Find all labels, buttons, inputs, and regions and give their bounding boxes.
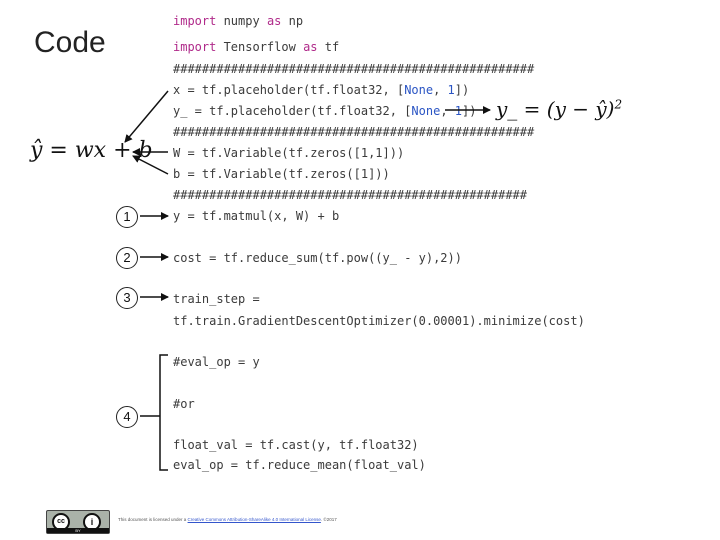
- license-footer: This document is licensed under a Creati…: [118, 517, 337, 522]
- cc-by-label: BY: [47, 528, 109, 533]
- code-line-eval-comment: #eval_op = y: [173, 355, 260, 369]
- code-line-model: y = tf.matmul(x, W) + b: [173, 209, 340, 223]
- code-line-reduce-mean: eval_op = tf.reduce_mean(float_val): [173, 458, 426, 472]
- code-text: ,: [440, 104, 455, 118]
- code-line-optimizer: tf.train.GradientDescentOptimizer(0.0000…: [173, 314, 585, 328]
- step-marker-2: 2: [116, 247, 138, 269]
- code-line-float-cast: float_val = tf.cast(y, tf.float32): [173, 438, 419, 452]
- code-text: tf: [317, 40, 340, 54]
- keyword: import: [173, 14, 217, 28]
- code-text: ]): [454, 83, 470, 97]
- loss-formula: y_ = (y − ŷ)2: [496, 97, 622, 121]
- slide-title: Code: [34, 26, 106, 59]
- step-marker-1: 1: [116, 206, 138, 228]
- code-literal: None: [411, 104, 441, 118]
- loss-formula-exponent: 2: [614, 97, 623, 112]
- code-line-import-numpy: import numpy as np: [173, 14, 303, 28]
- code-text: ,: [433, 83, 448, 97]
- code-separator-3: ########################################…: [173, 188, 528, 202]
- step-marker-3: 3: [116, 287, 138, 309]
- code-line-import-tensorflow: import Tensorflow as tf: [173, 40, 339, 54]
- footer-text: This document is licensed under a: [118, 517, 188, 522]
- code-text: x = tf.placeholder(tf.float32, [: [173, 83, 405, 97]
- code-line-w-variable: W = tf.Variable(tf.zeros([1,1])): [173, 146, 405, 160]
- code-text: ]): [462, 104, 477, 118]
- step-marker-4: 4: [116, 406, 138, 428]
- attribution-icon: i: [83, 513, 101, 531]
- code-text: y_ = tf.placeholder(tf.float32, [: [173, 104, 412, 118]
- code-line-or-comment: #or: [173, 397, 195, 411]
- keyword: import: [173, 40, 217, 54]
- footer-suffix: . ©2017: [320, 517, 337, 522]
- keyword: as: [266, 14, 282, 28]
- arrow-b-to-formula: [132, 155, 169, 175]
- arrow-x-to-formula: [124, 90, 169, 143]
- bracket-eval-op: [159, 354, 168, 471]
- code-line-x-placeholder: x = tf.placeholder(tf.float32, [None, 1]…: [173, 83, 469, 97]
- code-line-cost: cost = tf.reduce_sum(tf.pow((y_ - y),2)): [173, 251, 462, 265]
- loss-formula-body: y_ = (y − ŷ): [496, 97, 615, 121]
- code-separator-2: ########################################…: [173, 125, 535, 139]
- code-literal: 1: [454, 104, 463, 118]
- code-literal: None: [404, 83, 434, 97]
- license-link[interactable]: Creative Commons Attribution-ShareAlike …: [187, 517, 321, 522]
- code-line-b-variable: b = tf.Variable(tf.zeros([1])): [173, 167, 390, 181]
- code-separator-1: ########################################…: [173, 62, 535, 76]
- code-text: np: [281, 14, 304, 28]
- keyword: as: [303, 40, 318, 54]
- code-literal: 1: [447, 83, 455, 97]
- code-line-y-placeholder: y_ = tf.placeholder(tf.float32, [None, 1…: [173, 104, 476, 118]
- code-line-train-step: train_step =: [173, 292, 260, 306]
- code-text: Tensorflow: [216, 40, 304, 54]
- cc-license-badge: cc i BY: [46, 510, 110, 534]
- code-text: numpy: [216, 14, 267, 28]
